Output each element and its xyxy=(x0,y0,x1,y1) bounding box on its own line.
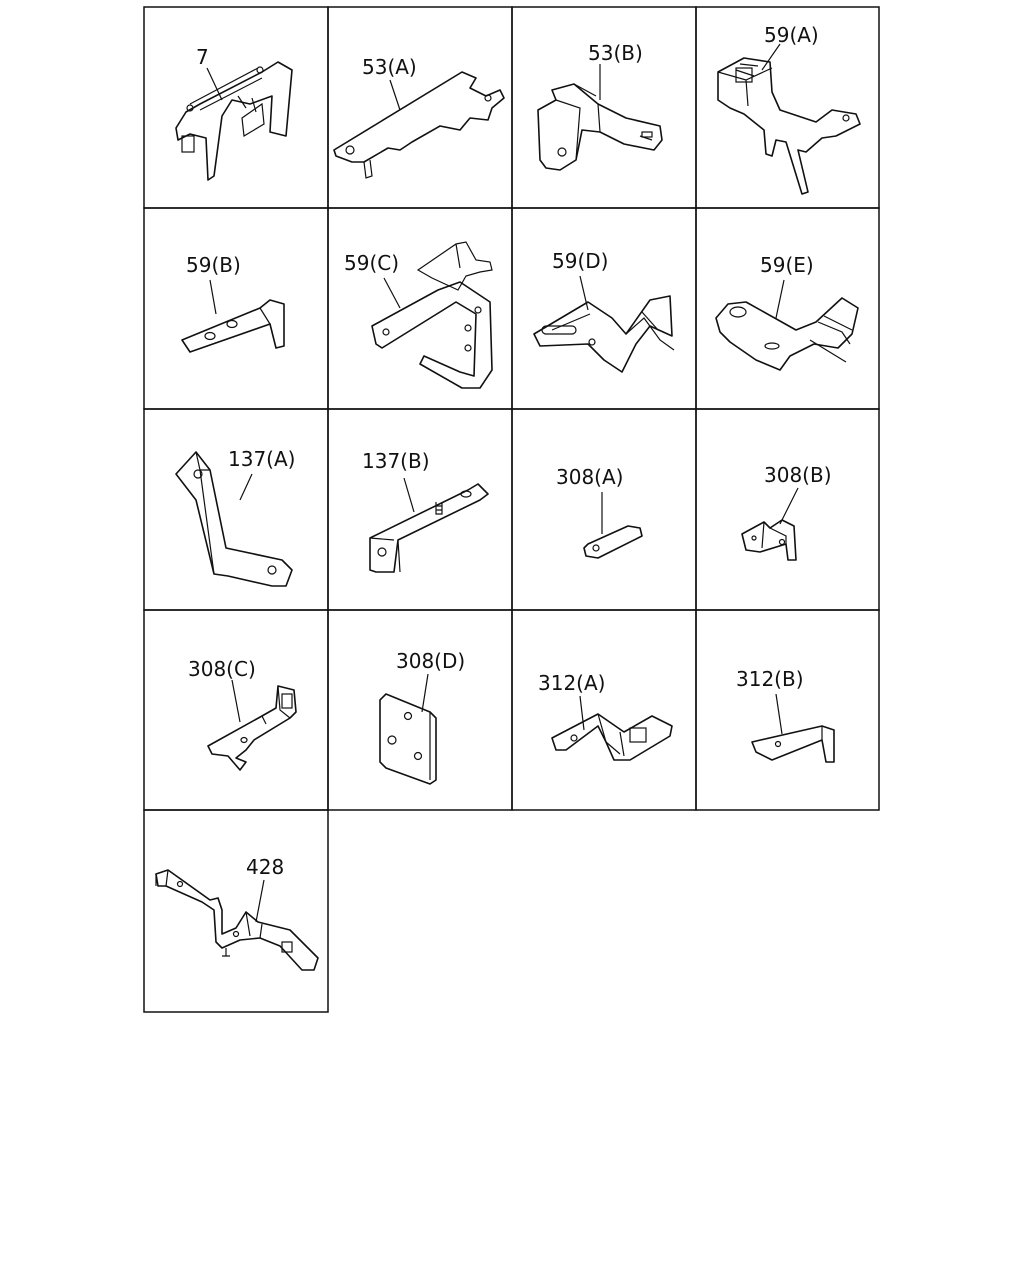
cell-frame xyxy=(143,809,329,1013)
part-label: 137(B) xyxy=(362,449,430,473)
part-59d: 59(D) xyxy=(533,249,675,373)
part-label: 59(E) xyxy=(760,253,814,277)
part-59a: 59(A) xyxy=(717,23,861,195)
part-59b: 59(B) xyxy=(181,253,285,353)
part-label: 59(C) xyxy=(344,251,399,275)
part-label: 59(A) xyxy=(764,23,819,47)
part-308a: 308(A) xyxy=(556,465,643,559)
part-label: 53(A) xyxy=(362,55,417,79)
part-label: 308(D) xyxy=(396,649,465,673)
part-label: 312(A) xyxy=(538,671,605,695)
part-label: 53(B) xyxy=(588,41,643,65)
part-53b: 53(B) xyxy=(537,41,663,171)
part-308b: 308(B) xyxy=(741,463,832,561)
part-label: 308(A) xyxy=(556,465,623,489)
part-label: 7 xyxy=(196,45,209,69)
part-label: 308(C) xyxy=(188,657,256,681)
part-label: 59(D) xyxy=(552,249,608,273)
cell-frame xyxy=(511,408,697,611)
part-label: 137(A) xyxy=(228,447,295,471)
cell-frame xyxy=(143,609,329,811)
cell-frame xyxy=(143,6,329,209)
part-label: 59(B) xyxy=(186,253,241,277)
part-312b: 312(B) xyxy=(736,667,835,763)
cell-frame xyxy=(143,408,329,611)
part-137a: 137(A) xyxy=(175,447,295,587)
part-137b: 137(B) xyxy=(362,449,489,573)
part-59e: 59(E) xyxy=(715,253,859,371)
part-59c: 59(C) xyxy=(344,241,493,389)
cell-frame xyxy=(327,408,513,611)
part-53a: 53(A) xyxy=(333,55,505,179)
part-308c: 308(C) xyxy=(188,657,297,771)
cell-frames xyxy=(143,6,880,1013)
part-7: 7 xyxy=(175,45,293,181)
cell-frame xyxy=(143,207,329,410)
cell-frame xyxy=(695,609,880,811)
part-312a: 312(A) xyxy=(538,671,673,761)
part-label: 312(B) xyxy=(736,667,804,691)
part-label: 428 xyxy=(246,855,284,879)
part-428: 428 xyxy=(155,855,319,971)
cell-frame xyxy=(511,609,697,811)
part-label: 308(B) xyxy=(764,463,832,487)
part-308d: 308(D) xyxy=(379,649,465,785)
